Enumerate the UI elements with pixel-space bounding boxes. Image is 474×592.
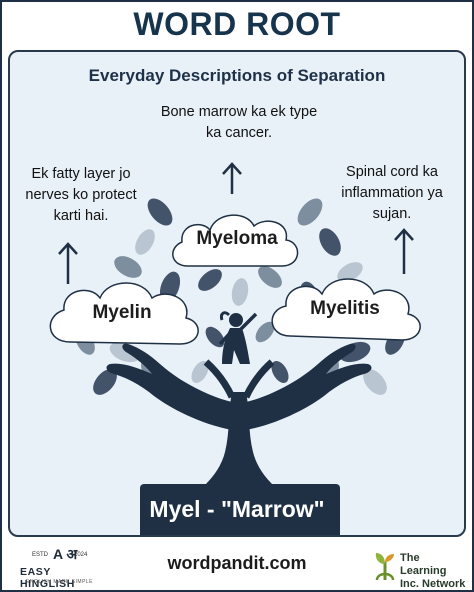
cloud-myeloma [172, 214, 299, 267]
sprout-icon [375, 553, 395, 581]
learning-network-text: The Learning Inc. Network [400, 552, 468, 591]
description-line: inflammation ya [341, 185, 443, 201]
subtitle: Everyday Descriptions of Separation [88, 66, 386, 85]
description-line: karti hai. [53, 208, 109, 224]
description-myeloma: Bone marrow ka ek type ka cancer. [128, 102, 350, 144]
learning-network-line: The Learning [400, 552, 447, 577]
logo-name: EASY HINGLISH [20, 566, 75, 590]
description-line: Bone marrow ka ek type [160, 104, 318, 120]
root-label: Myel - "Marrow" [149, 496, 325, 522]
child-figure [218, 311, 258, 364]
illustration-panel: Everyday Descriptions of Separation [8, 50, 466, 537]
cloud-myelitis [271, 278, 421, 341]
arrow-up-myeloma [222, 162, 242, 194]
arrow-up-myelin [58, 242, 78, 284]
cloud-myelin [49, 282, 199, 345]
logo-mark: A अ [53, 546, 78, 562]
footer: ESTD A अ 2024 EASY HINGLISH ENGLISH MADE… [2, 540, 472, 590]
page-title: WORD ROOT [133, 5, 341, 42]
arrow-up-myelitis [394, 228, 414, 274]
root-banner [140, 484, 340, 535]
site-link[interactable]: wordpandit.com [167, 553, 307, 573]
description-myelin: Ek fatty layer jo nerves ko protect kart… [12, 164, 150, 227]
description-line: nerves ko protect [25, 187, 137, 203]
learning-network-line: Inc. Network [400, 578, 466, 590]
cloud-label-myelin: Myelin [92, 302, 152, 323]
logo-est: ESTD [32, 552, 49, 558]
logo-tagline: ENGLISH MADE SIMPLE [26, 579, 94, 585]
description-line: ka cancer. [205, 125, 273, 141]
tree-illustration [49, 162, 421, 535]
left-hand [106, 343, 232, 430]
description-line: Spinal cord ka [346, 164, 438, 180]
learning-network-logo: The Learning Inc. Network [372, 550, 468, 590]
logo-year: 2024 [74, 552, 88, 558]
description-myelitis: Spinal cord ka inflammation ya sujan. [326, 162, 458, 225]
right-hand [246, 343, 372, 430]
easy-hinglish-logo: ESTD A अ 2024 EASY HINGLISH ENGLISH MADE… [16, 544, 104, 590]
description-line: Ek fatty layer jo [31, 166, 131, 182]
cloud-label-myelitis: Myelitis [310, 298, 380, 319]
description-line: sujan. [372, 206, 412, 222]
cloud-label-myeloma: Myeloma [196, 228, 278, 249]
